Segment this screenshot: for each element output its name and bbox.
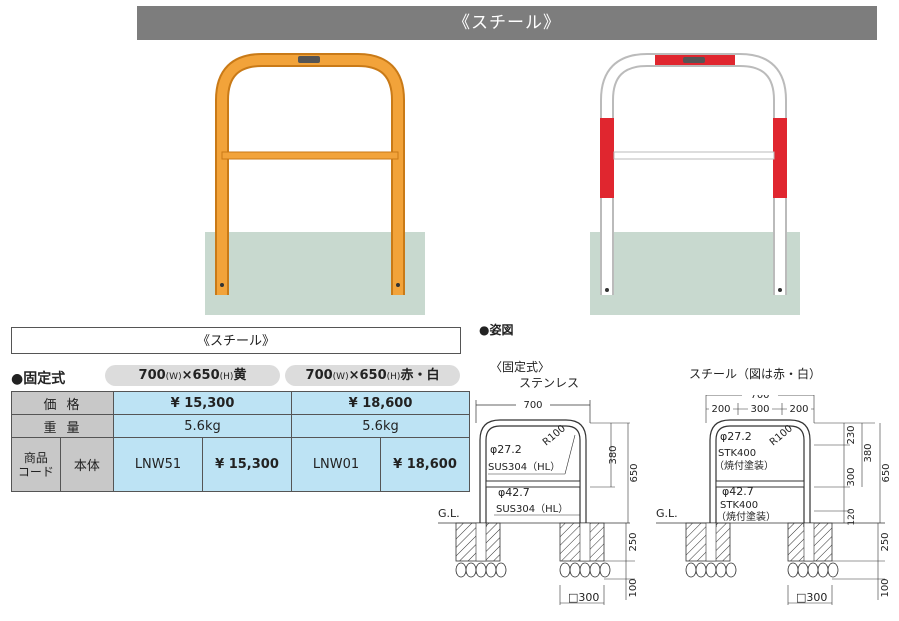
right-mat2a: STK400: [720, 500, 758, 511]
table-row: 重量 5.6kg 5.6kg: [11, 414, 470, 438]
left-drawing: 700 R100 φ27.2 SUS304（HL） φ42.7 SUS304（H…: [438, 397, 640, 605]
right-mat1b: （焼付塗装）: [714, 459, 774, 472]
left-dim-100: 100: [628, 578, 639, 597]
right-drawing: 700 200 300 200 R100 φ27.2 STK400 （焼付塗装）…: [656, 395, 892, 605]
code-price-cell-1: ¥ 15,300: [202, 437, 292, 492]
product-photo-red-white: [590, 50, 800, 315]
body-label: 本体: [59, 437, 115, 492]
right-pipe2: φ42.7: [722, 485, 754, 498]
right-dim-650: 650: [881, 463, 892, 482]
right-dim-300v: 300: [846, 467, 857, 486]
right-dim-100: 100: [880, 578, 891, 597]
code-cell-1: LNW51: [113, 437, 203, 492]
spec-table: 価格 ¥ 15,300 ¥ 18,600 重量 5.6kg 5.6kg 商品 コ…: [11, 391, 470, 492]
left-caption-material: ステンレス: [519, 376, 580, 390]
code-price-cell-2: ¥ 18,600: [380, 437, 470, 492]
price-cell-2: ¥ 18,600: [291, 391, 470, 415]
code-cell-2: LNW01: [291, 437, 381, 492]
left-dim-650: 650: [629, 463, 640, 482]
left-mat1: SUS304（HL）: [488, 461, 560, 473]
table-row: 価格 ¥ 15,300 ¥ 18,600: [11, 391, 470, 415]
right-dim-380: 380: [863, 443, 874, 462]
right-dim-300: 300: [750, 404, 769, 415]
banner-title: 《スチール》: [137, 6, 877, 40]
left-dim-380: 380: [608, 445, 619, 464]
left-mat2: SUS304（HL）: [496, 503, 568, 515]
left-radius: R100: [541, 423, 568, 448]
left-base: □300: [568, 591, 599, 604]
right-base: □300: [796, 591, 827, 604]
right-caption: スチール（図は赤・白）: [689, 367, 822, 381]
left-width-dim: 700: [523, 400, 542, 411]
code-label: 商品 コード: [11, 437, 61, 492]
right-dim-230: 230: [846, 425, 857, 444]
col2-header: 700(W)×650(H)赤・白: [285, 365, 460, 386]
weight-label: 重量: [11, 414, 114, 438]
right-width-dim: 700: [750, 395, 769, 401]
table-title: 《スチール》: [11, 327, 461, 354]
right-dim-250: 250: [880, 532, 891, 551]
left-dim-250: 250: [628, 532, 639, 551]
price-cell-1: ¥ 15,300: [113, 391, 292, 415]
right-dim-120: 120: [847, 508, 857, 525]
product-photo-yellow: [205, 50, 425, 315]
dimension-drawing: 700 R100 φ27.2 SUS304（HL） φ42.7 SUS304（H…: [438, 395, 892, 605]
right-mat2b: （焼付塗装）: [716, 510, 776, 523]
left-pipe1: φ27.2: [490, 443, 522, 456]
weight-cell-1: 5.6kg: [113, 414, 292, 438]
price-label: 価格: [11, 391, 114, 415]
figure-section-label: ●姿図: [479, 323, 514, 337]
left-caption-type: 〈固定式〉: [490, 360, 551, 374]
right-mat1a: STK400: [718, 448, 756, 459]
left-pipe2: φ42.7: [498, 486, 530, 499]
left-gl: G.L.: [438, 507, 460, 520]
right-radius: R100: [768, 423, 795, 448]
right-dim-200b: 200: [789, 404, 808, 415]
right-dim-200a: 200: [711, 404, 730, 415]
col1-header: 700(W)×650(H)黄: [105, 365, 280, 386]
right-gl: G.L.: [656, 507, 678, 520]
table-row: 商品 コード 本体 LNW51 ¥ 15,300 LNW01 ¥ 18,600: [11, 437, 470, 492]
right-pipe1: φ27.2: [720, 430, 752, 443]
fixed-type-label: ●固定式: [11, 371, 66, 387]
